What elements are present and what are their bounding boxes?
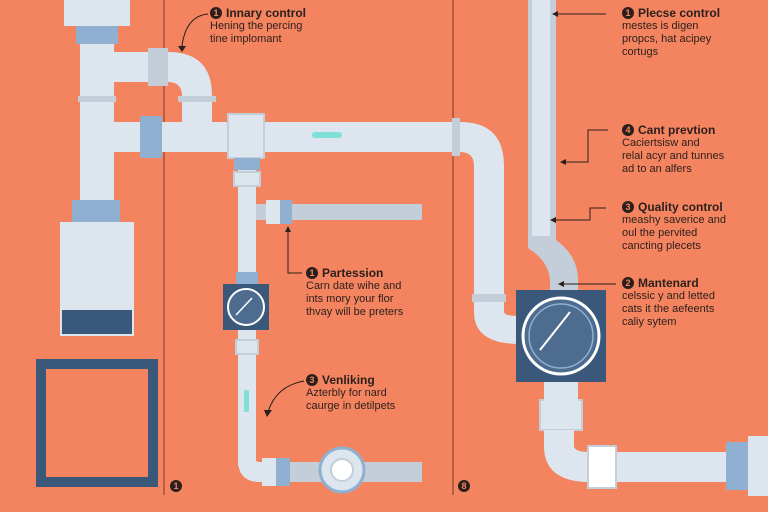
callout-line: Hening the percing xyxy=(210,20,303,32)
callout-title: Quality control xyxy=(638,200,723,214)
right-end-cap xyxy=(748,436,768,496)
central-joint-1 xyxy=(234,158,260,170)
arrow-primary xyxy=(181,13,209,47)
arrow-cant xyxy=(566,129,608,163)
callout-number: 2 xyxy=(622,277,634,289)
tank-window xyxy=(62,310,132,334)
callout-line: Azterbly for nard xyxy=(306,387,387,399)
top-cap xyxy=(64,0,130,26)
callout-number: 1 xyxy=(306,267,318,279)
arrowhead-partession xyxy=(285,226,291,232)
right-elbow-ring xyxy=(472,294,506,302)
side-branch-band xyxy=(280,200,292,224)
callout-title: Partession xyxy=(322,266,384,280)
right-horizontal-joint xyxy=(587,445,617,489)
horizontal-main-pipe xyxy=(114,122,460,152)
callout-line: cancting plecets xyxy=(622,240,701,252)
marker-left: 1 xyxy=(170,480,182,492)
callout-line: ad to an alfers xyxy=(622,163,692,175)
right-end-band xyxy=(726,442,750,490)
arrowhead-venting xyxy=(264,410,272,417)
callout-line: Caciertsisw and xyxy=(622,137,700,149)
callout-primary-control: 1 Innary control Hening the percing tine … xyxy=(210,6,306,46)
upper-elbow xyxy=(168,52,212,124)
callout-number: 1 xyxy=(210,7,222,19)
tee-fitting xyxy=(227,113,265,159)
callout-number: 1 xyxy=(622,7,634,19)
arrow-venting xyxy=(267,380,305,413)
top-cap-band xyxy=(76,26,118,44)
callout-title: Plecse control xyxy=(638,6,721,20)
callout-line: cortugs xyxy=(622,46,659,58)
callout-line: caurge in detilpets xyxy=(306,400,396,412)
callout-line: meashy saverice and xyxy=(622,214,726,226)
chamber-drain-elbow xyxy=(544,430,590,482)
callout-title: Venliking xyxy=(322,373,375,387)
cleanout-cap-center xyxy=(330,458,354,482)
arrow-partession xyxy=(287,232,302,274)
joint-band xyxy=(72,200,120,222)
callout-line: oul the pervited xyxy=(622,227,698,239)
callout-line: celssic y and letted xyxy=(622,290,715,302)
callout-title: Cant prevtion xyxy=(638,123,716,137)
left-horizontal-joint xyxy=(140,116,162,158)
right-elbow xyxy=(460,122,504,300)
bottom-joint xyxy=(262,458,276,486)
inspection-port-lens xyxy=(227,288,265,326)
chamber-lens-inner xyxy=(528,303,594,369)
callout-pressure-control: 1 Plecse control mestes is digen propcs, … xyxy=(622,6,720,59)
callout-line: propcs, hat acipey xyxy=(622,33,712,45)
arrowhead-quality xyxy=(550,217,556,223)
callout-cant-prevention: 4 Cant prevtion Caciertsisw and relal acy… xyxy=(622,123,724,176)
callout-line: thvay will be preters xyxy=(306,306,404,318)
callout-number: 3 xyxy=(622,201,634,213)
access-frame xyxy=(36,359,158,487)
chamber-drain-pipe xyxy=(544,382,578,402)
lens-glare xyxy=(235,297,253,316)
callout-number: 4 xyxy=(622,124,634,136)
arrowhead-cant xyxy=(560,159,566,165)
gauge-indicator xyxy=(312,132,342,138)
arrowhead-pressure xyxy=(552,11,558,17)
callout-venting: 3 Venliking Azterbly for nard caurge in d… xyxy=(306,373,395,413)
tall-right-pipe-highlight xyxy=(532,0,550,236)
chamber-drain-joint xyxy=(539,399,583,431)
callout-line: mestes is digen xyxy=(622,20,699,32)
bottom-band xyxy=(276,458,290,486)
callout-number: 3 xyxy=(306,374,318,386)
horizontal-end-ring xyxy=(452,118,460,156)
callout-quality-control: 3 Quality control meashy saverice and oul… xyxy=(622,200,726,253)
central-indicator xyxy=(244,390,249,412)
chamber-lens xyxy=(521,296,601,376)
arrowhead-primary xyxy=(178,46,186,52)
arrow-quality xyxy=(556,207,606,221)
pipe-ring xyxy=(78,96,116,102)
elbow-ring xyxy=(178,96,216,102)
central-joint-3 xyxy=(236,272,258,286)
callout-line: cats it the aefeents xyxy=(622,303,715,315)
callout-line: relal acyr and tunnes xyxy=(622,150,725,162)
callout-line: caliy sytem xyxy=(622,316,677,328)
callout-title: Mantenard xyxy=(638,276,699,290)
arrowhead-maintenance xyxy=(558,281,564,287)
callout-maintenance: 2 Mantenard celssic y and letted cats it … xyxy=(622,276,715,329)
main-vertical-pipe xyxy=(80,44,114,204)
callout-partession: 1 Partession Carn date wihe and ints mory… xyxy=(306,266,403,319)
callout-line: ints mory your flor xyxy=(306,293,394,305)
chamber-glare xyxy=(539,311,571,351)
callout-title: Innary control xyxy=(226,6,307,20)
marker-right: 8 xyxy=(458,480,470,492)
central-joint-4 xyxy=(235,339,259,355)
central-joint-2 xyxy=(233,171,261,187)
upper-joint xyxy=(148,48,168,86)
side-branch-joint xyxy=(266,200,280,224)
callout-line: tine implomant xyxy=(210,33,282,45)
side-branch-pipe xyxy=(256,204,422,220)
callout-line: Carn date wihe and xyxy=(306,280,402,292)
lower-right-elbow xyxy=(474,302,520,344)
